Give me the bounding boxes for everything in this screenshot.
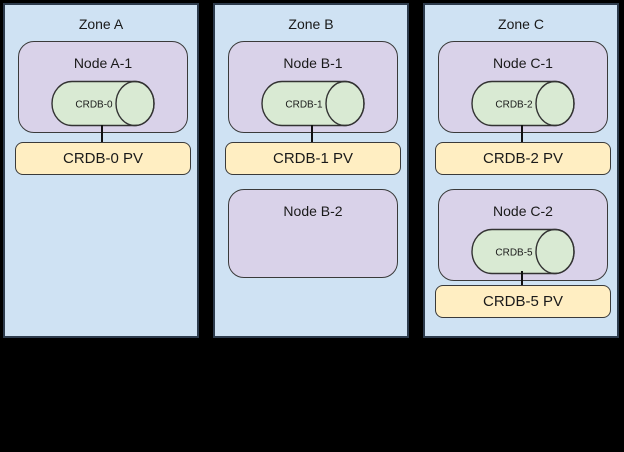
crdb-5-database-cylinder-icon: CRDB-5 (471, 228, 575, 275)
node-a1-title: Node A-1 (73, 55, 133, 71)
crdb-2-label: CRDB-2 (495, 100, 533, 111)
node-b2-title: Node B-2 (283, 203, 343, 219)
zone-c-title: Zone C (498, 16, 544, 32)
connector-b1-to-pv (311, 125, 313, 142)
zone-a: Zone A Node A-1 CRDB-0 CRDB-0 PV (3, 3, 199, 338)
crdb-1-database-cylinder-icon: CRDB-1 (261, 80, 365, 127)
node-c2-title: Node C-2 (493, 203, 553, 219)
node-b1: Node B-1 CRDB-1 (228, 41, 398, 133)
crdb-5-label: CRDB-5 (495, 248, 533, 259)
crdb-1-label: CRDB-1 (285, 100, 323, 111)
crdb-2-database-cylinder-icon: CRDB-2 (471, 80, 575, 127)
pv-crdb-1: CRDB-1 PV (225, 142, 401, 175)
node-c1-title: Node C-1 (493, 55, 553, 71)
zone-b-title: Zone B (288, 16, 334, 32)
node-b2: Node B-2 (228, 189, 398, 278)
pv-crdb-5-label: CRDB-5 PV (482, 293, 564, 310)
crdb-0-label: CRDB-0 (75, 100, 113, 111)
connector-a1-to-pv (101, 125, 103, 142)
node-b1-title: Node B-1 (283, 55, 343, 71)
zone-c: Zone C Node C-1 CRDB-2 CRDB-2 PV Node C-… (423, 3, 619, 338)
pv-crdb-0-label: CRDB-0 PV (62, 150, 144, 167)
zone-a-title: Zone A (78, 16, 124, 32)
connector-c1-to-pv (521, 125, 523, 142)
pv-crdb-1-label: CRDB-1 PV (272, 150, 354, 167)
pv-crdb-2-label: CRDB-2 PV (482, 150, 564, 167)
zone-b: Zone B Node B-1 CRDB-1 CRDB-1 PV Node B-… (213, 3, 409, 338)
pv-crdb-2: CRDB-2 PV (435, 142, 611, 175)
node-c2: Node C-2 CRDB-5 (438, 189, 608, 281)
node-a1: Node A-1 CRDB-0 (18, 41, 188, 133)
pv-crdb-5: CRDB-5 PV (435, 285, 611, 318)
connector-c2-to-pv (521, 271, 523, 285)
crdb-0-database-cylinder-icon: CRDB-0 (51, 80, 155, 127)
pv-crdb-0: CRDB-0 PV (15, 142, 191, 175)
node-c1: Node C-1 CRDB-2 (438, 41, 608, 133)
